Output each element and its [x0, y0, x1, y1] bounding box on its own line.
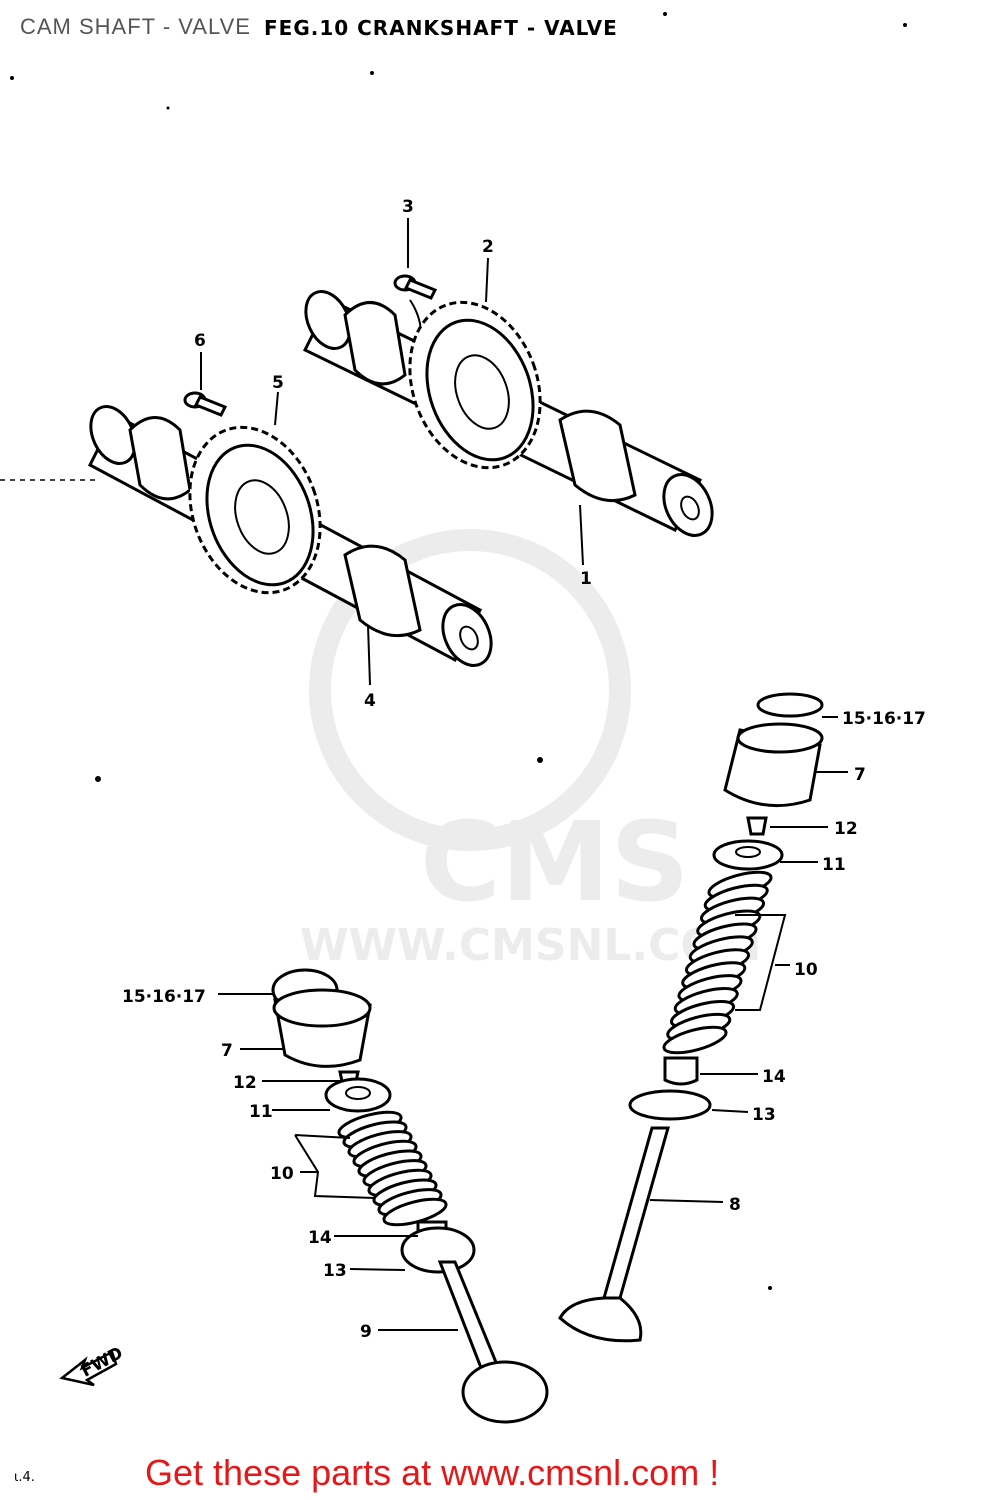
- retainer-11-right: [712, 839, 784, 871]
- tappet-7-left: [272, 988, 372, 1068]
- bolt-3: [393, 274, 438, 300]
- sprocket-2: [408, 300, 542, 470]
- page-title: CAM SHAFT - VALVE: [20, 14, 251, 39]
- callout-3: 3: [402, 197, 414, 217]
- bolt-6: [183, 391, 228, 417]
- callout-2: 2: [482, 237, 494, 257]
- callout-1: 1: [580, 569, 592, 589]
- callout-6: 6: [194, 331, 206, 351]
- callout-12-right: 12: [834, 819, 858, 839]
- footer-link[interactable]: Get these parts at www.cmsnl.com !: [145, 1452, 720, 1493]
- callout-14-right: 14: [762, 1067, 786, 1087]
- spring-10-right: [662, 870, 773, 1055]
- corner-code: ɩ.4.: [14, 1470, 35, 1485]
- callout-11-right: 11: [822, 855, 846, 875]
- callout-7-left: 7: [221, 1041, 233, 1061]
- fwd-arrow-icon: FWD: [59, 1343, 127, 1387]
- cotter-12-right: [746, 816, 768, 836]
- seal-14-right: [663, 1056, 699, 1086]
- fwd-label: FWD: [78, 1343, 127, 1382]
- seat-13-right: [628, 1089, 712, 1121]
- callout-7-right: 7: [854, 765, 866, 785]
- callout-10-left: 10: [270, 1164, 294, 1184]
- callout-11-left: 11: [249, 1102, 273, 1122]
- watermark-brand: CMS: [420, 798, 689, 926]
- shim-15-16-17-right: [756, 692, 824, 718]
- sprocket-5: [188, 425, 322, 595]
- cms-watermark: CMS WWW.CMSNL.COM: [300, 529, 762, 971]
- leader-lines: [200, 218, 848, 1331]
- callout-8: 8: [729, 1195, 741, 1215]
- callout-13-left: 13: [323, 1261, 347, 1281]
- callout-15-16-17-left: 15·16·17: [122, 987, 206, 1007]
- valve-9: [437, 1260, 549, 1424]
- scan-specks: [10, 12, 907, 1290]
- retainer-11-left: [324, 1077, 392, 1113]
- callout-5: 5: [272, 373, 284, 393]
- callout-15-16-17-right: 15·16·17: [842, 709, 926, 729]
- callout-12-left: 12: [233, 1073, 257, 1093]
- figure-title: FEG.10 CRANKSHAFT - VALVE: [264, 16, 618, 40]
- watermark-url: WWW.CMSNL.COM: [300, 920, 762, 971]
- spring-coil: [662, 1025, 728, 1055]
- callout-10-right: 10: [794, 960, 818, 980]
- callouts: 3 2 6 5 1 4 15·16·17 7 12 11 10 14 13 8 …: [122, 197, 926, 1342]
- callout-4: 4: [364, 691, 376, 711]
- callout-9: 9: [360, 1322, 372, 1342]
- valve-8: [558, 1126, 670, 1343]
- spring-10-left: [337, 1110, 448, 1227]
- callout-14-left: 14: [308, 1228, 332, 1248]
- tappet-7-right: [723, 722, 824, 808]
- callout-13-right: 13: [752, 1105, 776, 1125]
- seat-13-left: [400, 1226, 476, 1274]
